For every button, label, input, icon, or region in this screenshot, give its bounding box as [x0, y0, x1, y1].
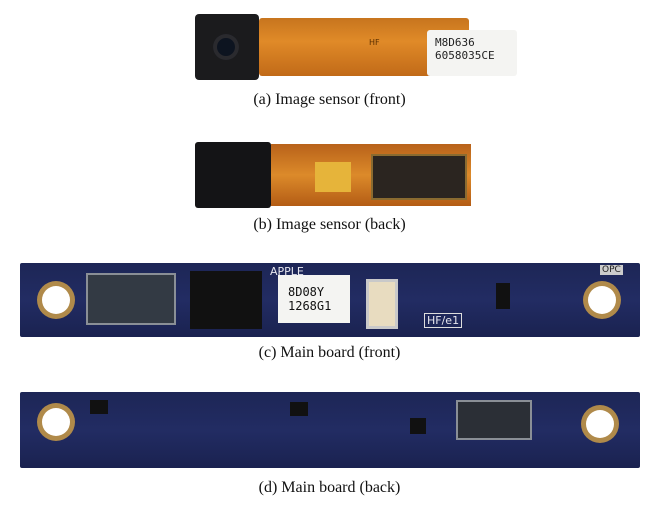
sensor-sticker: M8D636 6058035CE	[427, 30, 517, 76]
connector	[456, 400, 532, 440]
chip	[190, 271, 262, 329]
caption-a: (a) Image sensor (front)	[253, 91, 406, 108]
chip	[90, 400, 108, 414]
mount-hole	[588, 286, 616, 314]
mount-hole	[42, 408, 70, 436]
chip	[290, 402, 308, 416]
gold-pad	[315, 162, 351, 192]
sticker-line: 1268G1	[288, 299, 332, 313]
flex-cable: HF M8D636 6058035CE	[259, 18, 517, 76]
caption-c: (c) Main board (front)	[258, 344, 401, 361]
caption-b: (b) Image sensor (back)	[253, 216, 406, 233]
silkscreen: APPLE	[270, 265, 304, 278]
caption-d: (d) Main board (back)	[258, 479, 401, 496]
chip	[410, 418, 426, 434]
silkscreen: OPC	[600, 265, 623, 275]
lens	[213, 34, 239, 60]
silkscreen: HF/e1	[424, 313, 463, 328]
sticker-line: 8D08Y	[288, 285, 325, 299]
connector	[371, 154, 467, 200]
main-board-front-photo: APPLE 8D08Y 1268G1 HF/e1 OPC	[20, 263, 640, 337]
camera-module	[195, 142, 271, 208]
camera-module	[195, 14, 259, 80]
image-sensor-back-photo	[195, 140, 473, 210]
flex-cable	[271, 144, 471, 206]
crystal	[366, 279, 398, 329]
mount-hole	[42, 286, 70, 314]
image-sensor-front-photo: HF M8D636 6058035CE	[193, 10, 517, 86]
chip	[496, 283, 510, 309]
main-board-back-photo	[20, 392, 640, 468]
flex-mark: HF	[369, 38, 380, 47]
connector	[86, 273, 176, 325]
board-sticker: 8D08Y 1268G1	[278, 275, 350, 323]
sticker-line: 6058035CE	[435, 49, 495, 62]
sticker-line: M8D636	[435, 36, 475, 49]
mount-hole	[586, 410, 614, 438]
